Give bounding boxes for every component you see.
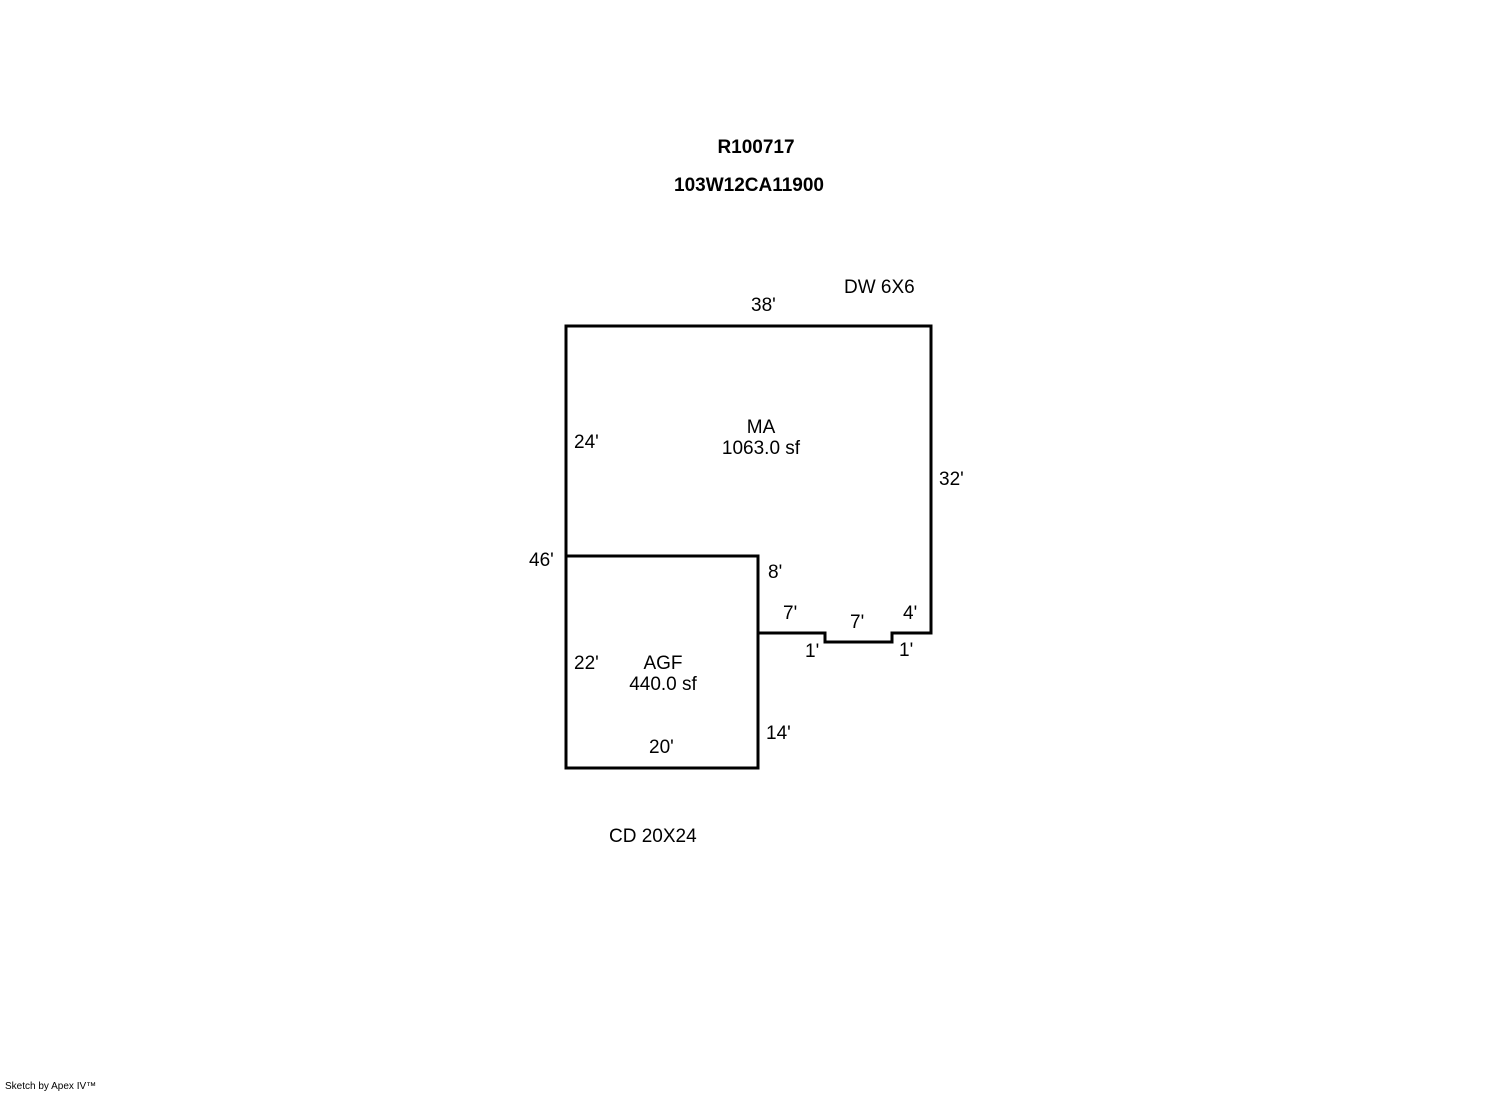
dim-agf-left: 22' bbox=[574, 653, 599, 674]
note-cd: CD 20X24 bbox=[609, 826, 697, 847]
area-size-agf: 440.0 sf bbox=[629, 674, 697, 696]
agf-outline bbox=[564, 554, 760, 770]
area-code-ma: MA bbox=[746, 417, 776, 438]
parcel-id: R100717 bbox=[717, 137, 795, 158]
area-label-ma: MA 1063.0 sf bbox=[722, 417, 800, 460]
area-label-agf: AGF 440.0 sf bbox=[629, 653, 697, 696]
dim-bottom-run-left: 7' bbox=[783, 603, 798, 624]
dim-ma-top: 38' bbox=[751, 295, 776, 316]
dim-bottom-run-mid: 7' bbox=[850, 612, 865, 633]
dim-overall-left: 46' bbox=[529, 550, 554, 571]
dim-ma-right: 32' bbox=[939, 469, 964, 490]
note-dw: DW 6X6 bbox=[844, 277, 915, 298]
dim-agf-right: 14' bbox=[766, 723, 791, 744]
dim-agf-notch: 8' bbox=[768, 562, 783, 583]
area-size-ma: 1063.0 sf bbox=[721, 438, 801, 460]
map-number: 103W12CA11900 bbox=[674, 175, 824, 196]
dim-bottom-run-right: 4' bbox=[903, 603, 918, 624]
dim-agf-bottom: 20' bbox=[649, 737, 674, 758]
dim-ma-left: 24' bbox=[574, 432, 599, 453]
ma-outline bbox=[564, 324, 933, 644]
dim-step-left: 1' bbox=[805, 641, 820, 662]
area-code-agf: AGF bbox=[643, 653, 683, 674]
dim-step-right: 1' bbox=[899, 640, 914, 661]
sketch-credit: Sketch by Apex IV™ bbox=[5, 1081, 97, 1092]
